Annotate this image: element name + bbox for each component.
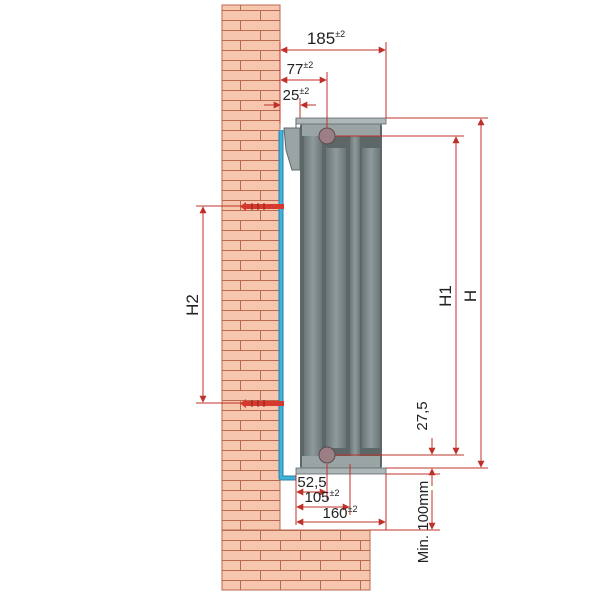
label-77: 77±2 (287, 60, 314, 78)
dimension-160 (296, 474, 387, 530)
dimension-h2 (196, 205, 244, 404)
dimension-52-5 (295, 464, 328, 525)
radiator-panel-3 (350, 136, 360, 456)
dimension-h1 (336, 135, 464, 456)
brick-wall (221, 4, 281, 531)
top-connection-icon (318, 127, 336, 145)
label-160: 160±2 (323, 504, 358, 522)
dimension-25 (264, 98, 316, 118)
label-52-5: 52,5 (297, 474, 326, 491)
dimension-105 (296, 464, 351, 515)
radiator-panel-4 (362, 148, 380, 448)
radiator (295, 117, 387, 475)
dimension-h (386, 117, 488, 469)
label-min-floor: Min. 100mm (415, 481, 432, 564)
label-h: H (461, 290, 480, 302)
brick-floor (221, 529, 371, 591)
label-25: 25±2 (283, 86, 310, 104)
wall-bracket (283, 118, 301, 171)
radiator-panel-1 (304, 136, 322, 456)
label-105: 105±2 (305, 488, 340, 506)
dimension-185 (279, 42, 387, 124)
supply-pipe (278, 130, 296, 481)
label-h2: H2 (183, 294, 202, 316)
dimension-min-floor (370, 473, 440, 531)
radiator-panel-2 (326, 148, 346, 448)
bottom-connection-icon (318, 446, 336, 464)
label-h1: H1 (436, 285, 455, 307)
label-185: 185±2 (307, 29, 345, 48)
label-27-5: 27,5 (414, 401, 431, 430)
dimension-77 (280, 72, 328, 128)
